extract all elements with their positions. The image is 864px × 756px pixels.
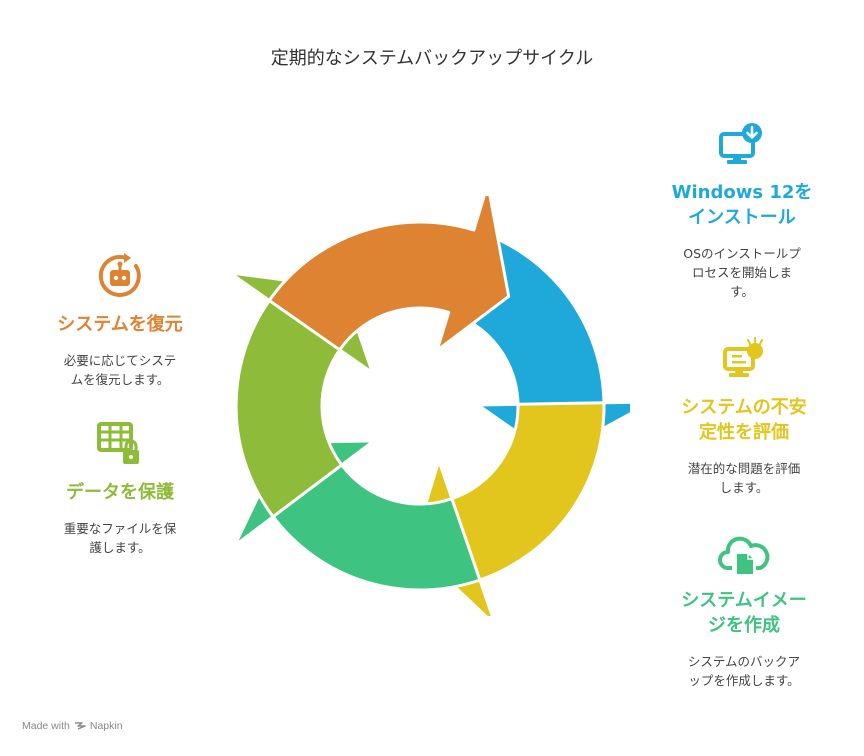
monitor-download-icon [719, 123, 762, 164]
cycle-arrows [228, 196, 630, 616]
stage-image: システムイメー ジを作成 システムのバックア ップを作成します。 [662, 532, 826, 690]
footer-brand: Napkin [89, 720, 123, 732]
footer-made-with: Made with [22, 720, 70, 732]
table-lock-icon [97, 422, 139, 464]
stage-evaluate-description: 潜在的な問題を評価 します。 [687, 461, 801, 495]
stage-protect: データを保護 重要なファイルを保 護します。 [40, 420, 200, 557]
stage-protect-heading: データを保護 [66, 482, 174, 503]
monitor-alert-icon [723, 337, 763, 377]
cycle-diagram [228, 196, 630, 616]
napkin-logo-icon [74, 722, 86, 730]
stage-install: Windows 12を インストール OSのインストールプ ロセスを開始しま す… [662, 122, 822, 301]
stage-restore-heading: システムを復元 [57, 314, 183, 335]
stage-install-heading: Windows 12を インストール [671, 182, 813, 228]
footer-credit: Made with Napkin [22, 720, 123, 732]
stage-restore-description: 必要に応じてシステ ムを復元します。 [63, 353, 177, 387]
robot-restore-icon [98, 253, 141, 297]
cloud-file-icon [718, 536, 770, 574]
stage-image-heading: システムイメー ジを作成 [681, 590, 807, 636]
stage-evaluate: システムの不安 定性を評価 潜在的な問題を評価 します。 [664, 337, 824, 497]
stage-evaluate-heading: システムの不安 定性を評価 [681, 397, 807, 443]
stage-install-description: OSのインストールプ ロセスを開始しま す。 [683, 246, 801, 299]
stage-protect-description: 重要なファイルを保 護します。 [63, 521, 177, 555]
stage-restore: システムを復元 必要に応じてシステ ムを復元します。 [40, 252, 200, 389]
diagram-title: 定期的なシステムバックアップサイクル [270, 48, 594, 69]
arrow-segment-restore [267, 196, 511, 352]
stage-image-description: システムのバックア ップを作成します。 [687, 654, 801, 688]
